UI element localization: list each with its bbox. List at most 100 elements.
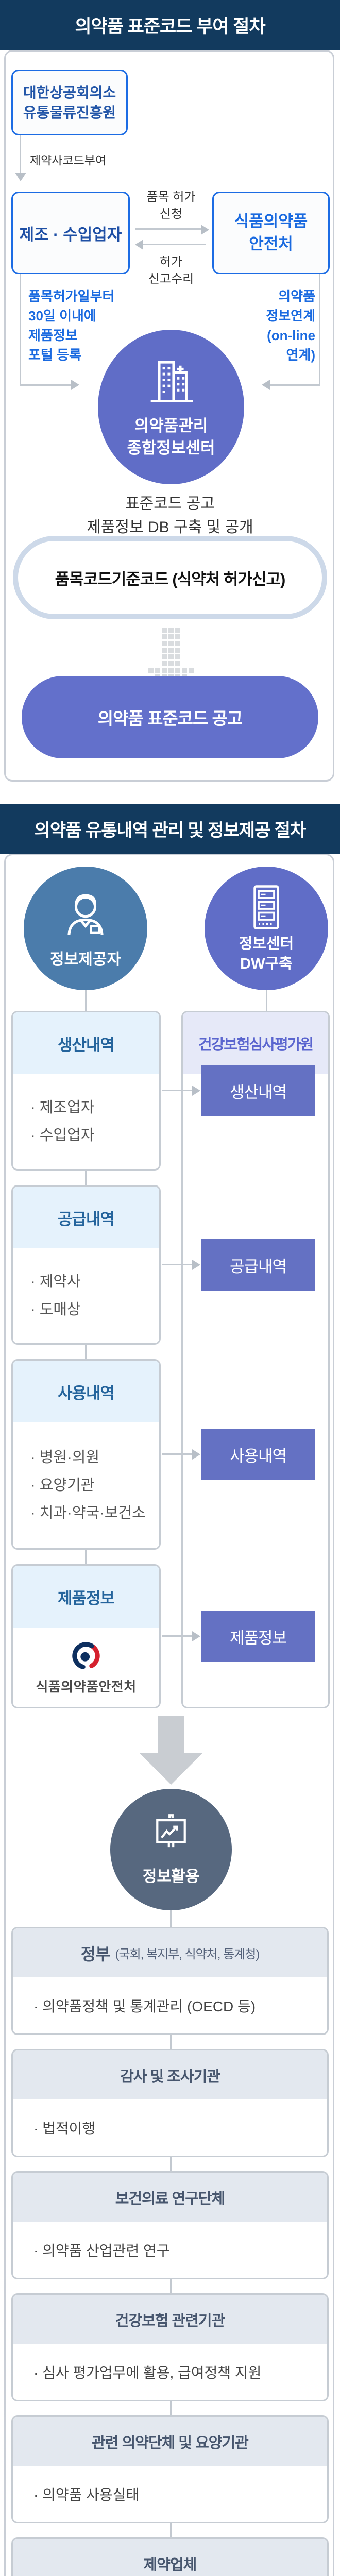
production-box-header: 생산내역 <box>13 1012 159 1074</box>
down-arrow-icon <box>15 173 26 181</box>
right-arrow-icon <box>192 1260 200 1270</box>
list-item: · 요양기관 <box>30 1477 95 1494</box>
insurance-box-header: 건강보험 관련기관 <box>13 2295 327 2344</box>
hira-box-header: 건강보험심사평가원 <box>183 1012 328 1074</box>
connector-line <box>319 274 320 386</box>
mfds-logo <box>72 1641 100 1670</box>
connector-line <box>170 2035 172 2049</box>
announce-line2: 제품정보 DB 구축 및 공개 <box>87 519 253 536</box>
kpis-center-circle: 의약품관리 종합정보센터 <box>98 330 244 484</box>
mfds-box-line1: 식품의약품 <box>234 212 308 230</box>
connector-line <box>170 1910 172 1927</box>
connector-line <box>162 1264 193 1265</box>
section1-header: 의약품 표준코드 부여 절차 <box>0 0 340 50</box>
left-note: 품목허가일부터 30일 이내에 제품정보 포털 등록 <box>28 289 115 363</box>
hira-production-box: 생산내역 <box>201 1065 315 1116</box>
connector-line <box>20 384 71 386</box>
assign-code-label: 제약사코드부여 <box>30 154 107 167</box>
gov-box-body: · 의약품정책 및 통계관리 (OECD 등) <box>33 1998 256 2014</box>
insurance-box-body: · 심사 평가업무에 활용, 급여정책 지원 <box>33 2364 262 2381</box>
provider-circle: 정보제공자 <box>24 867 147 990</box>
list-item: · 도매상 <box>30 1301 81 1318</box>
section2-title: 의약품 유통내역 관리 및 정보제공 절차 <box>34 821 307 840</box>
connector-line <box>85 1550 87 1564</box>
mfds-box: 식품의약품 안전처 <box>212 192 330 274</box>
announce-line1: 표준코드 공고 <box>125 495 215 512</box>
connector-line <box>170 2157 172 2171</box>
connector-line <box>135 228 202 230</box>
left-arrow-icon <box>135 240 143 250</box>
list-item: · 제조업자 <box>30 1099 95 1116</box>
list-item: · 병원·의원 <box>30 1449 100 1466</box>
pharma-org-box-header: 관련 의약단체 및 요양기관 <box>13 2417 327 2466</box>
block-down-arrow-head <box>139 1753 203 1785</box>
connector-line <box>162 1635 193 1637</box>
connector-line <box>266 984 267 1011</box>
right-arrow-icon <box>192 1631 200 1641</box>
dw-circle-label: 정보센터 DW구축 <box>239 936 294 972</box>
connector-line <box>85 1345 87 1359</box>
mfds-logo-text: 식품의약품안전처 <box>36 1679 137 1694</box>
item-code-pill: 품목코드기준코드 (식약처 허가신고) <box>13 536 327 619</box>
insurance-box: 건강보험 관련기관 · 심사 평가업무에 활용, 급여정책 지원 <box>11 2293 329 2401</box>
usage-circle-label: 정보활용 <box>142 1868 200 1885</box>
connector-line <box>170 2279 172 2293</box>
connector-line <box>162 1453 193 1455</box>
connector-line <box>269 384 320 386</box>
hira-supply-box: 공급내역 <box>201 1239 315 1291</box>
mfds-box-line2: 안전처 <box>249 235 293 253</box>
provider-circle-label: 정보제공자 <box>50 951 121 968</box>
presentation-chart-icon <box>156 1814 186 1848</box>
production-box-body: · 제조업자 · 수입업자 <box>13 1074 159 1169</box>
dw-circle: 정보센터 DW구축 <box>205 867 328 990</box>
hira-usage-box: 사용내역 <box>201 1429 315 1480</box>
audit-box-body: · 법적이행 <box>33 2120 96 2137</box>
center-circle-label: 의약품관리 종합정보센터 <box>127 416 215 457</box>
right-arrow-icon <box>201 225 209 235</box>
audit-box-header: 감사 및 조사기관 <box>13 2050 327 2099</box>
usage-circle: 정보활용 <box>110 1789 232 1910</box>
left-arrow-icon <box>262 380 270 390</box>
audit-box: 감사 및 조사기관 · 법적이행 <box>11 2049 329 2157</box>
connector-line <box>85 1171 87 1185</box>
gov-box: 정부 (국회, 복지부, 식약처, 통계청) · 의약품정책 및 통계관리 (O… <box>11 1927 329 2035</box>
section1-title: 의약품 표준코드 부여 절차 <box>75 16 265 37</box>
gov-box-header: 정부 (국회, 복지부, 식약처, 통계청) <box>13 1928 327 1977</box>
connector-line <box>85 984 87 1011</box>
connector-line <box>162 1090 193 1091</box>
approval-label: 허가 신고수리 <box>148 255 194 286</box>
connector-line <box>170 2523 172 2537</box>
standard-code-announce-pill: 의약품 표준코드 공고 <box>22 676 318 758</box>
section2-header: 의약품 유통내역 관리 및 정보제공 절차 <box>0 804 340 854</box>
usage-history-box-header: 사용내역 <box>13 1361 159 1422</box>
pharma-org-box: 관련 의약단체 및 요양기관 · 의약품 사용실태 <box>11 2415 329 2523</box>
connector-line <box>143 244 206 245</box>
building-icon <box>150 361 193 402</box>
kcci-box-line1: 대한상공회의소 <box>23 84 116 100</box>
connector-line <box>20 135 21 173</box>
supply-box: 공급내역 · 제약사 · 도매상 <box>11 1185 161 1345</box>
person-icon <box>67 894 104 935</box>
pharma-company-box: 제약업체 · 의약품 개발 및 시장 규모 등에 활용 <box>11 2537 329 2576</box>
research-box-body: · 의약품 산업관련 연구 <box>33 2242 170 2259</box>
list-item: · 치과·약국·보건소 <box>30 1505 146 1521</box>
supply-box-body: · 제약사 · 도매상 <box>13 1248 159 1343</box>
manufacturer-box-label: 제조 · 수입업자 <box>19 225 122 244</box>
pharma-org-box-body: · 의약품 사용실태 <box>33 2486 140 2503</box>
list-item: · 제약사 <box>30 1274 81 1290</box>
product-info-box: 제품정보 식품의약품안전처 <box>11 1564 161 1708</box>
connector-line <box>170 2401 172 2415</box>
request-label: 품목 허가 신청 <box>146 190 196 221</box>
right-arrow-icon <box>192 1449 200 1460</box>
hira-box: 건강보험심사평가원 <box>181 1011 330 1708</box>
list-item: · 수입업자 <box>30 1127 95 1144</box>
right-arrow-icon <box>192 1086 200 1096</box>
research-box-header: 보건의료 연구단체 <box>13 2173 327 2222</box>
kcci-box-line2: 유통물류진흥원 <box>23 105 116 121</box>
usage-history-box: 사용내역 · 병원·의원 · 요양기관 · 치과·약국·보건소 <box>11 1359 161 1550</box>
manufacturer-box: 제조 · 수입업자 <box>11 192 130 274</box>
product-info-box-header: 제품정보 <box>13 1566 159 1628</box>
product-info-box-body: 식품의약품안전처 <box>13 1628 159 1707</box>
production-box: 생산내역 · 제조업자 · 수입업자 <box>11 1011 161 1171</box>
